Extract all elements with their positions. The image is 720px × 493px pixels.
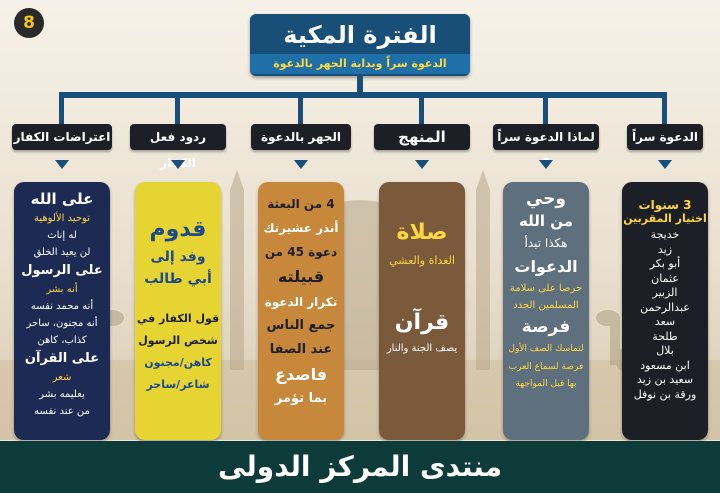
column-line: من عند نفسه — [34, 406, 90, 417]
connector-drop-5 — [175, 92, 180, 124]
arrow-down-icon — [55, 160, 69, 169]
column-line: 4 من البعثة — [267, 197, 335, 211]
column-header-public-call: الجهر بالدعوة — [251, 124, 351, 150]
column-objections: على الله توحيد الألوهية له إناث لن يعيد … — [14, 182, 110, 440]
column-line: سعد — [654, 315, 676, 328]
column-line: من الله — [518, 212, 573, 230]
column-line: على القرآن — [24, 351, 100, 366]
column-line: أنه مجنون، ساحر — [26, 318, 98, 329]
background-ground — [0, 360, 720, 440]
column-line: أنه محمد نفسه — [30, 301, 94, 312]
column-line: ابن مسعود — [640, 358, 690, 372]
column-line: خديجة — [650, 228, 680, 241]
column-line: بما تؤمر — [274, 391, 328, 406]
column-line: دعوة 45 من — [264, 245, 338, 259]
column-line: وحي — [525, 189, 567, 209]
column-line: قرآن — [394, 310, 450, 335]
column-line: سعيد بن زيد — [636, 373, 694, 386]
connector-drop-1 — [662, 92, 667, 124]
column-line: أنذر عشيرتك — [263, 221, 339, 235]
arrow-down-icon — [294, 160, 308, 169]
column-line: شاعر/ساحر — [146, 378, 210, 391]
column-header-objections: اعتراضات الكفار — [12, 124, 112, 150]
arrow-down-icon — [171, 160, 185, 169]
title-box: الفترة المكية الدعوة سراً وبداية الجهر ب… — [250, 14, 470, 76]
column-method: صلاة الغداة والعشي قرآن يصف الجنة والنار — [379, 182, 465, 440]
column-line: عثمان — [651, 271, 679, 285]
column-header-method: المنهج — [374, 124, 470, 150]
column-line: على الرسول — [21, 263, 103, 278]
column-line: أبي طالب — [144, 271, 212, 287]
connector-bar — [59, 92, 667, 98]
column-line: أبو بكر — [649, 257, 681, 270]
column-header-secret-call: الدعوة سراً — [627, 124, 703, 150]
column-line: توحيد الألوهية — [34, 213, 90, 224]
column-line: عند الصفا — [269, 342, 333, 357]
column-line: المسلمين الجدد — [513, 300, 579, 311]
column-line: الزبير — [652, 286, 678, 299]
column-line: شخص الرسول — [138, 334, 218, 347]
column-line: فرصة لسماع العرب — [508, 362, 584, 372]
arrow-down-icon — [658, 160, 672, 169]
column-line: حرصا على سلامة — [509, 283, 583, 294]
column-line: صلاة — [396, 220, 448, 245]
column-line: يعليمه بشر — [39, 389, 85, 400]
column-line: كذاب، كاهن — [37, 335, 87, 346]
column-line: كاهن/مجنون — [144, 356, 212, 369]
column-line: وفد إلى — [150, 249, 206, 265]
column-line: ورقة بن نوفل — [633, 387, 697, 401]
column-line: فرصة — [521, 317, 571, 337]
column-header-reactions: ردود فعل الكفار — [130, 124, 226, 170]
connector-drop-2 — [543, 92, 548, 124]
column-line: جمع الناس — [266, 318, 336, 333]
column-line: أنه بشر — [46, 284, 78, 295]
column-line: لن يعيد الخلق — [33, 247, 91, 258]
column-line: طلحة — [652, 329, 678, 343]
column-line: له إناث — [47, 230, 77, 241]
connector-drop-3 — [419, 92, 424, 124]
column-line: الغداة والعشي — [389, 254, 455, 267]
column-line: بها قبل المواجهة — [515, 379, 577, 389]
column-secret-call: 3 سنوات اختيار المقربين خديجة زيد أبو بك… — [622, 182, 708, 440]
column-line: زيد — [657, 242, 673, 256]
column-line: قدوم — [149, 217, 207, 242]
column-line: تكرار الدعوة — [264, 295, 338, 309]
connector-drop-6 — [59, 92, 64, 124]
connector-drop-4 — [298, 92, 303, 124]
column-line: على الله — [30, 190, 94, 208]
column-header-why-secret: لماذا الدعوة سراً ؟ — [493, 124, 599, 170]
column-line: عبدالرحمن — [640, 300, 690, 314]
column-line: قول الكفار في — [136, 312, 220, 325]
column-public-call: 4 من البعثة أنذر عشيرتك دعوة 45 من قبيلت… — [258, 182, 344, 440]
mosque-silhouette — [230, 170, 490, 370]
column-reactions: قدوم وفد إلى أبي طالب قول الكفار في شخص … — [135, 182, 221, 440]
column-line: 3 سنوات — [638, 198, 692, 212]
diagram-title: الفترة المكية — [283, 21, 437, 49]
column-line: قبيلته — [277, 267, 325, 286]
diagram-subtitle: الدعوة سراً وبداية الجهر بالدعوة — [250, 54, 470, 74]
column-line: هكذا تبدأ — [524, 236, 568, 250]
footer-banner: منتدى المركز الدولى — [0, 441, 720, 493]
column-line: الدعوات — [514, 257, 578, 276]
column-line: شعر — [52, 372, 72, 383]
column-why-secret: وحي من الله هكذا تبدأ الدعوات حرصا على س… — [503, 182, 589, 440]
column-line: لتماسك الصف الأول — [508, 344, 584, 354]
page-number-badge: 8 — [14, 8, 44, 38]
column-line: اختيار المقربين — [623, 212, 707, 225]
column-line: فاصدع — [274, 365, 328, 384]
arrow-down-icon — [415, 160, 429, 169]
column-line: بلال — [656, 344, 674, 357]
arrow-down-icon — [539, 160, 553, 169]
column-line: يصف الجنة والنار — [386, 343, 458, 354]
connector-trunk — [357, 76, 363, 94]
